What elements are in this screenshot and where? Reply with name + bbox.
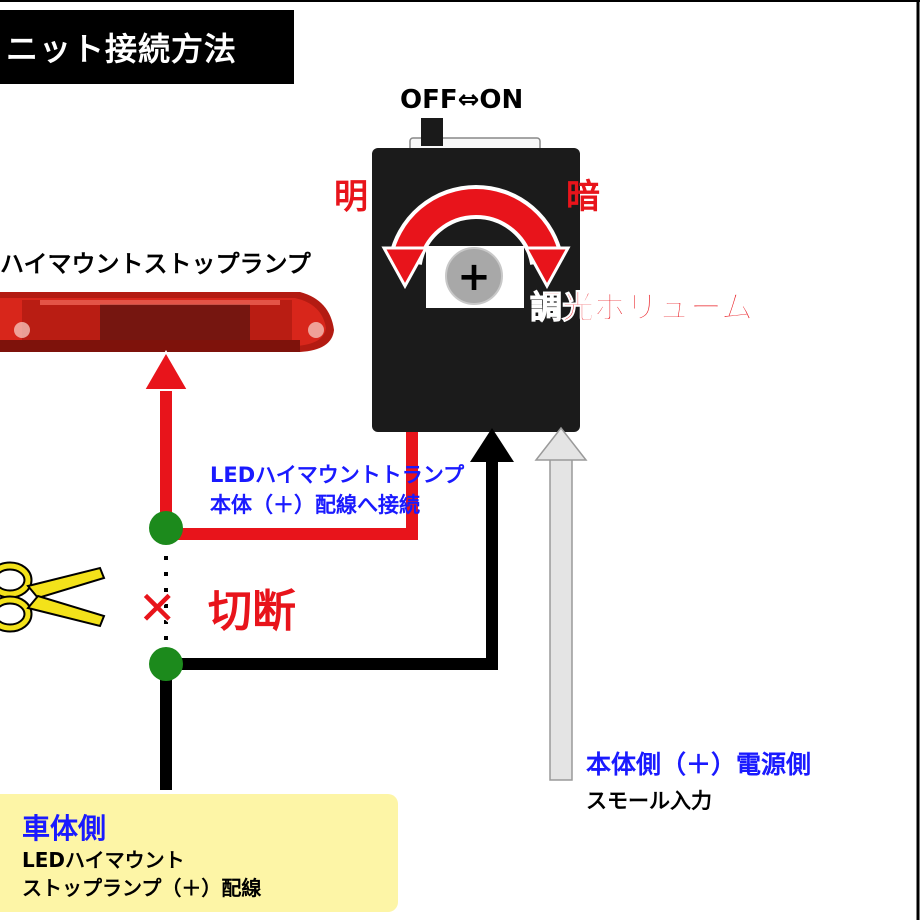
arrow-head-right — [523, 246, 571, 290]
lamp-label: ハイマウントストップランプ — [0, 250, 312, 278]
led-connect-line1: LEDハイマウントトランプ — [210, 463, 465, 487]
plus-symbol: + — [457, 254, 491, 300]
power-arrow-head — [534, 426, 588, 461]
red-wire — [160, 385, 418, 540]
switch-label: OFF⇔ON — [400, 85, 523, 115]
power-line1: 本体側（＋）電源側 — [586, 750, 811, 779]
dimmer-label: 調光ボリューム — [530, 288, 753, 326]
vehicle-line2: ストップランプ（＋）配線 — [22, 876, 262, 900]
red-arrow-head — [142, 350, 190, 391]
switch-knob[interactable] — [421, 118, 443, 146]
vehicle-title: 車体側 — [22, 812, 107, 845]
splice-node-bottom — [149, 647, 183, 681]
power-line2: スモール入力 — [586, 789, 712, 813]
black-arrow-head — [470, 428, 514, 462]
rotation-arrow — [392, 189, 560, 265]
page-title: ニット接続方法 — [0, 10, 294, 84]
black-wire — [160, 458, 498, 790]
cut-mark: ✕ — [138, 581, 177, 635]
cut-label: 切断 — [208, 586, 296, 637]
led-connect-line2: 本体（＋）配線へ接続 — [210, 493, 420, 517]
splice-node-top — [149, 511, 183, 545]
stop-lamp-image — [0, 292, 334, 352]
bright-label: 明 — [334, 177, 368, 217]
arrow-head-left — [381, 246, 429, 290]
dark-label: 暗 — [566, 177, 600, 217]
volume-knob[interactable] — [445, 247, 503, 305]
vehicle-side-note: 車体側 LEDハイマウント ストップランプ（＋）配線 — [0, 794, 398, 912]
vehicle-line1: LEDハイマウント — [22, 848, 185, 872]
dimmer-unit — [372, 118, 580, 432]
power-wire — [549, 454, 573, 781]
scissors-icon — [0, 561, 106, 633]
